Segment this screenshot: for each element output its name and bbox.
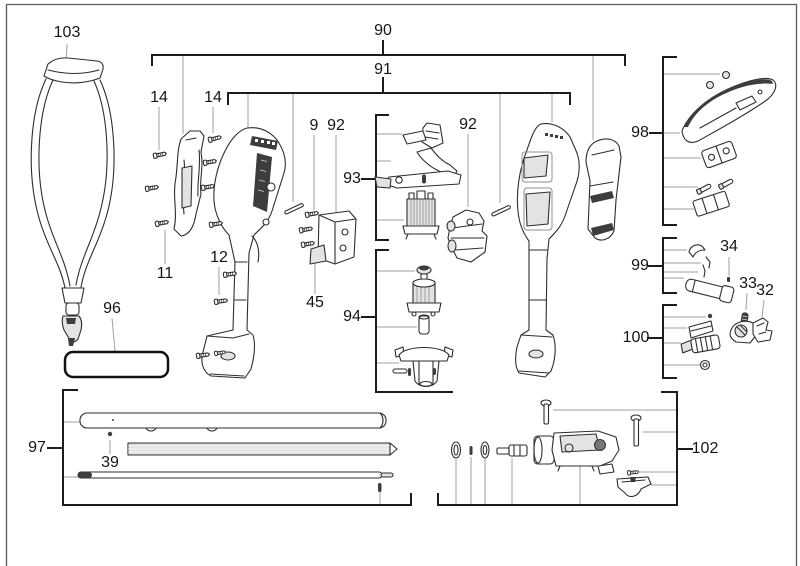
callout-14a: 14: [150, 89, 168, 106]
motor-drawing: [402, 190, 440, 240]
handle-half-drawing: [173, 130, 205, 237]
loop-handle-drawing: [30, 57, 115, 346]
top-cover-drawing: [681, 70, 777, 217]
callout-45: 45: [306, 294, 324, 311]
bracket-97: [47, 389, 412, 506]
callout-39: 39: [101, 454, 119, 471]
latch-lever-drawing: [685, 244, 735, 304]
switch-module-drawing: [309, 210, 357, 265]
drive-assembly-drawing: [392, 265, 454, 388]
decal-96: [63, 350, 170, 379]
bracket-91: [227, 77, 571, 105]
bracket-100: [647, 304, 677, 379]
callout-94: 94: [343, 308, 361, 325]
bracket-102: [437, 391, 693, 506]
bracket-98: [649, 56, 677, 226]
shaft-tubes-drawing: [77, 412, 398, 492]
callout-99: 99: [631, 257, 649, 274]
callout-92a: 92: [327, 117, 345, 134]
callout-14b: 14: [204, 89, 222, 106]
leader-lines: [63, 43, 765, 505]
callout-100: 100: [622, 329, 650, 346]
callout-102: 102: [691, 440, 719, 457]
callout-98: 98: [631, 124, 649, 141]
bracket-99: [648, 237, 677, 294]
side-cover-drawing: [585, 138, 622, 241]
lock-knob-drawing: [680, 312, 773, 371]
callout-93: 93: [343, 170, 361, 187]
trigger-assembly-drawing: [374, 122, 462, 189]
callout-32: 32: [756, 282, 774, 299]
callout-9: 9: [309, 117, 319, 134]
callout-12: 12: [210, 249, 228, 266]
callout-11: 11: [156, 265, 174, 282]
callout-91: 91: [374, 61, 392, 78]
page-frame: [5, 3, 798, 566]
callout-90: 90: [374, 22, 392, 39]
main-housing-left-drawing: [201, 127, 286, 379]
gear-housing-drawing: [446, 209, 488, 263]
screws: [144, 133, 640, 476]
callout-34: 34: [720, 238, 738, 255]
bracket-94: [361, 249, 453, 393]
bracket-90: [151, 40, 626, 66]
callout-33: 33: [739, 275, 757, 292]
callout-97: 97: [28, 439, 46, 456]
callout-96: 96: [103, 300, 121, 317]
callout-103: 103: [53, 24, 81, 41]
trimmer-head-drawing: [450, 399, 652, 498]
callout-92b: 92: [459, 116, 477, 133]
main-housing-right-drawing: [515, 123, 580, 378]
